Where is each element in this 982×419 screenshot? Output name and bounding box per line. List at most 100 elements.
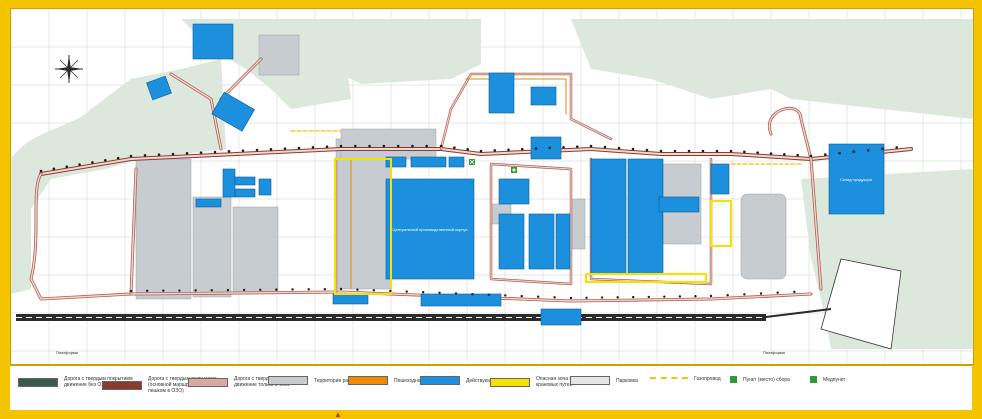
lamp-dot [307,288,310,291]
lamp-dot [311,146,315,149]
territory-block-4 [258,34,300,76]
lamp-dot [227,150,231,153]
map-legend: Дорога с твердым покрытием движение без … [10,365,972,410]
gas-pipeline [290,130,802,165]
territory-block-9 [740,193,787,280]
lamp-dot [776,291,779,294]
crane-zone-2 [585,273,707,283]
lamp-dot [339,144,343,148]
lamp-dot [575,145,579,148]
lamp-dot [194,289,197,292]
legend-swatch [102,380,142,390]
stop-label-right: Платформа [763,350,786,355]
lamp-dot [372,289,376,292]
building-mid-1 [498,178,530,205]
building-row-1 [385,156,407,168]
green-area-left [11,59,226,294]
lamp-dot [493,149,497,152]
legend-label: Территория развития [314,377,364,384]
lamp-dot [504,294,507,297]
lamp-dot [210,289,213,292]
lamp-dot [283,147,287,150]
lamp-dot [199,151,203,154]
lamp-dot [659,149,663,153]
legend-label: Парковка [616,377,638,384]
lamp-dot [438,291,441,295]
lamp-dot [178,289,181,292]
crane-zone-1 [710,200,732,247]
lamp-dot [823,153,827,156]
building-small-2 [234,176,256,186]
building-mid-3 [528,213,555,270]
lamp-dot [895,146,899,149]
building-top-c1 [488,72,515,114]
lamp-dot [520,147,524,151]
site-plan-svg: Центральный производственный корпус Скла… [11,9,973,364]
central-building-label: Центральный производственный корпус [393,227,468,232]
lamp-posts [39,144,899,300]
building-small-1 [222,168,236,198]
lamp-dot [553,296,556,299]
building-small-4 [258,178,272,196]
lamp-dot [616,296,619,299]
lamp-dot [694,295,697,298]
road-east-loop-fill [768,107,822,290]
lamp-dot [701,149,705,153]
lamp-dot [157,153,161,156]
lamp-dot [479,149,483,153]
lamp-dot [743,150,746,154]
building-nw-diamond [146,75,172,101]
lamp-dot [275,288,278,291]
crane-hazard-zones [334,158,732,295]
road-north-fill [170,58,262,150]
lamp-dot [793,290,796,294]
lamp-dot [241,149,245,152]
road-loop-left-fill [30,168,137,300]
lamp-dot [396,144,400,148]
lamp-dot [389,289,392,293]
stop-label-left: Платформа [56,350,79,355]
building-row-3 [448,156,465,168]
legend-swatch [268,376,308,385]
lamp-dot [323,287,327,291]
lamp-dot [603,145,607,149]
lamp-dot [411,144,414,148]
legend-item: Медпункт [810,376,893,383]
legend-swatch [348,376,388,385]
lamp-dot [405,290,408,293]
lamp-dot [743,293,746,296]
territory-block-6 [340,128,437,160]
lamp-dot [647,295,650,299]
lamp-dot [631,147,635,151]
lamp-dot [589,144,593,148]
building-east-small [710,163,730,195]
lamp-dot [78,163,81,166]
lamp-dot [617,146,621,150]
lamp-dot [91,161,94,164]
lamp-dot [297,146,301,150]
lamp-dot [678,295,682,298]
lamp-dot [145,289,149,293]
lamp-dot [171,152,175,156]
legend-item: Пешеходная дорожка [348,376,464,385]
lamp-dot [129,289,133,293]
lamp-dot [454,292,458,295]
legend-item: Парковка [570,376,686,385]
lamp-dot [585,296,588,299]
lamp-dot [382,144,386,148]
compass-rose-icon [55,55,83,83]
legend-item: Территория развития [268,376,384,385]
building-south-3 [332,293,369,305]
building-tall-1 [590,158,627,275]
lamp-dot [425,144,429,148]
legend-item: Опасная зона вдоль крановых путей [490,376,606,388]
lamp-dot [466,148,469,151]
lamp-dot [65,165,69,169]
lamp-dot [536,295,540,298]
lamp-dot [520,294,523,298]
lamp-dot [569,296,573,300]
territory-block-1 [135,158,192,300]
legend-label: Медпункт [823,376,846,383]
territory-block-2 [192,196,232,298]
road-top-loop-fill [440,73,612,150]
